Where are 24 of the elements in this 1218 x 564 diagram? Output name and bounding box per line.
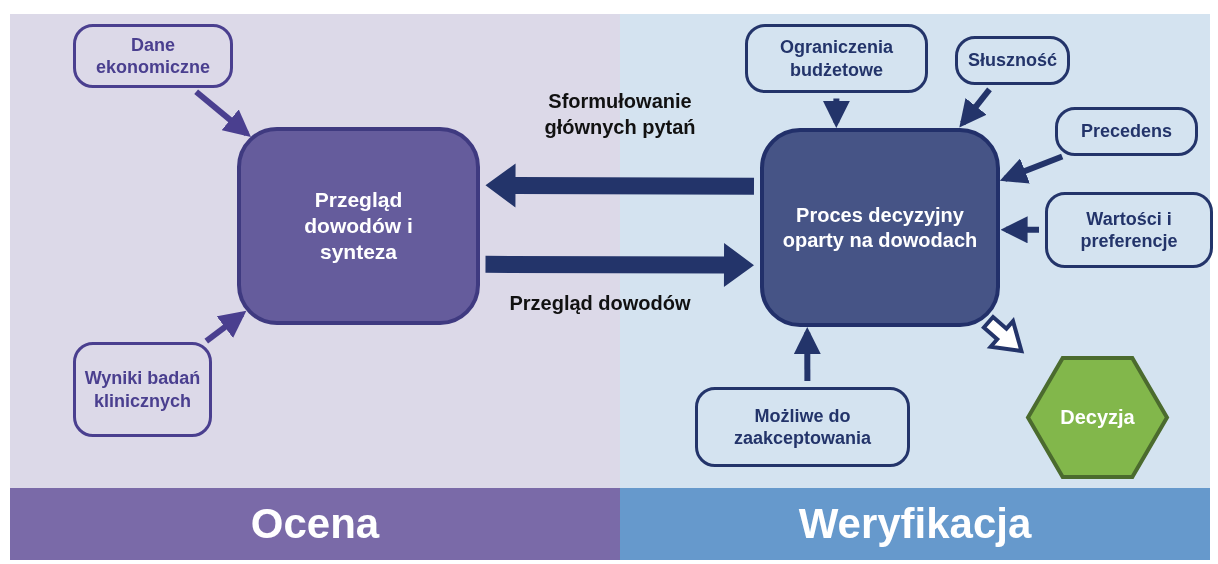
edge-label: Przegląd dowodów bbox=[508, 291, 692, 316]
input-box: Możliwe do zaakceptowania bbox=[695, 387, 910, 467]
arrow bbox=[822, 98, 850, 128]
input-box: Wyniki badań klinicznych bbox=[73, 342, 212, 437]
input-box: Precedens bbox=[1055, 107, 1198, 156]
input-box: Ograniczenia budżetowe bbox=[745, 24, 928, 93]
input-box: Dane ekonomiczne bbox=[73, 24, 233, 88]
edge-label: Sformułowanie głównych pytań bbox=[543, 89, 697, 140]
arrow bbox=[194, 89, 251, 137]
section-band: Ocena bbox=[10, 488, 620, 560]
block-arrow bbox=[485, 163, 755, 208]
arrow bbox=[959, 87, 992, 128]
arrow bbox=[793, 327, 821, 381]
arrow bbox=[204, 310, 247, 344]
process-box: Przegląd dowodów i synteza bbox=[237, 127, 480, 325]
section-band: Weryfikacja bbox=[620, 488, 1210, 560]
node-label: Decyzja bbox=[1060, 405, 1135, 430]
arrow bbox=[999, 153, 1064, 184]
arrow bbox=[1000, 216, 1039, 244]
input-box: Słuszność bbox=[955, 36, 1070, 85]
input-box: Wartości i preferencje bbox=[1045, 192, 1213, 268]
process-box: Proces decyzyjny oparty na dowodach bbox=[760, 128, 1000, 327]
block-arrow bbox=[981, 314, 1025, 354]
block-arrow bbox=[485, 243, 754, 288]
